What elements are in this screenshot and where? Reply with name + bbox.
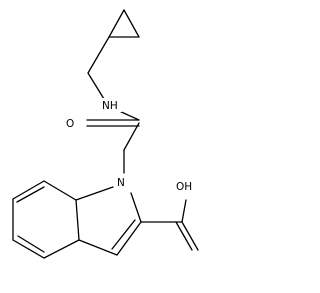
bond — [43, 239, 80, 259]
bond — [78, 239, 118, 256]
bond — [43, 180, 77, 201]
bond — [12, 239, 45, 259]
bond — [12, 180, 45, 200]
amide-nh-label: NH — [102, 100, 118, 112]
bond — [108, 9, 125, 38]
bond — [181, 221, 199, 251]
bond — [16, 186, 45, 203]
bond — [130, 192, 142, 223]
indole-core — [12, 180, 142, 259]
bond — [181, 199, 187, 223]
bond — [123, 122, 140, 151]
bond — [17, 235, 45, 253]
bond — [175, 221, 193, 251]
carbonyl-o-label: O — [66, 118, 74, 130]
bond — [87, 36, 110, 74]
bond — [87, 72, 105, 100]
atom-labels: NH O N OH — [64, 98, 196, 194]
bond — [116, 221, 142, 256]
bond — [75, 199, 80, 241]
indole-n-label: N — [117, 177, 125, 189]
bond — [111, 219, 136, 250]
cyclopropyl-ring — [108, 9, 140, 38]
chemical-structure: NH O N OH — [12, 9, 199, 259]
carboxylic-acid — [140, 199, 199, 251]
carboxyl-oh-label: OH — [176, 181, 192, 193]
bond — [123, 9, 140, 38]
bond — [75, 186, 114, 201]
